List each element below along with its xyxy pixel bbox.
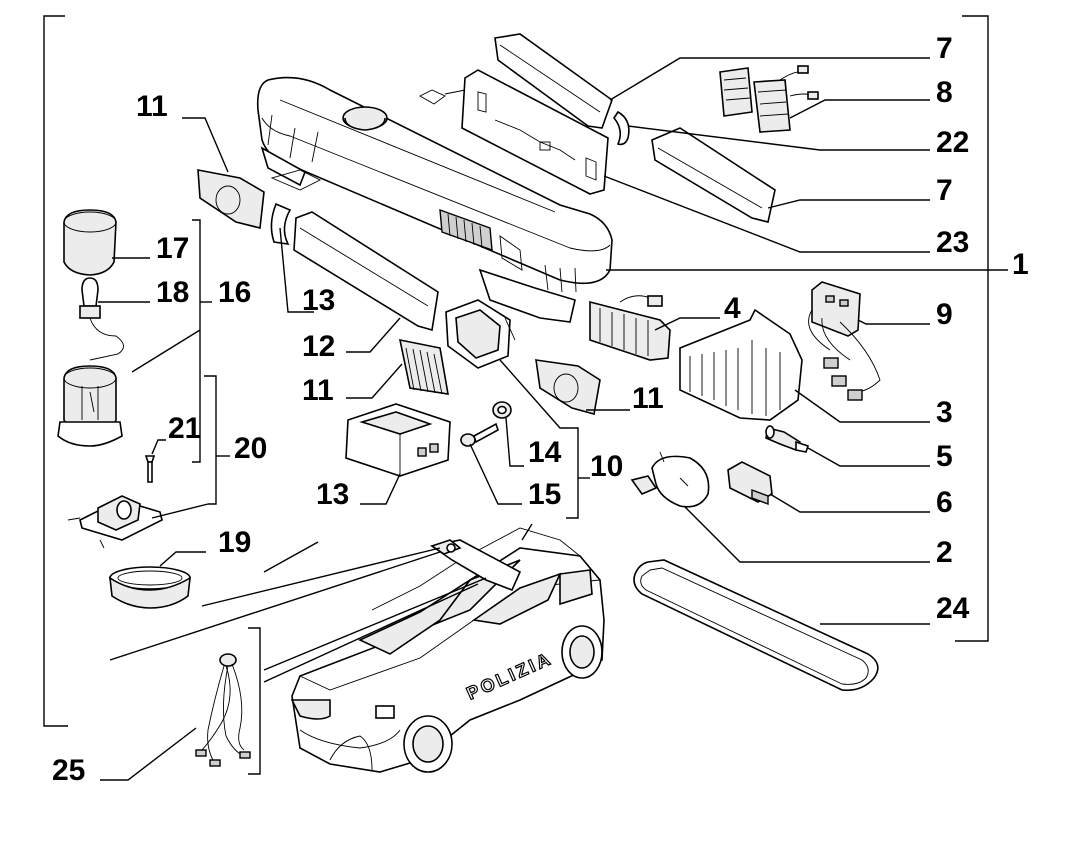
lens-strip — [293, 211, 439, 332]
screw-washer — [460, 401, 512, 447]
bulb — [765, 425, 810, 453]
roof-seal — [633, 559, 879, 692]
cover-strip-upper — [494, 33, 613, 129]
police-car: POLIZIA — [290, 527, 605, 773]
callout-13: 12 — [302, 330, 335, 363]
circuit-board — [419, 69, 609, 195]
callout-14: 13 — [316, 478, 349, 511]
end-cap-right — [535, 359, 601, 416]
seal-gasket — [613, 110, 630, 146]
beacon-assembly — [57, 365, 123, 447]
callout-21: 19 — [218, 526, 251, 559]
callout-11-left: 11 — [136, 90, 168, 123]
cover-strip-lower — [651, 127, 776, 223]
callout-8: 8 — [936, 76, 953, 109]
wire-harness — [195, 653, 251, 767]
callout-18: 16 — [218, 276, 251, 309]
mount-bracket — [67, 495, 163, 549]
light-bar-housing — [256, 76, 613, 323]
callout-6: 6 — [936, 486, 953, 519]
callout-26: 24 — [936, 592, 970, 625]
callout-16: 14 — [528, 436, 562, 469]
callout-7-upper: 7 — [936, 32, 953, 65]
base-ring — [109, 566, 191, 609]
leader-lines — [98, 57, 1008, 781]
callout-24: 22 — [936, 126, 969, 159]
callout-7-lower: 7 — [936, 174, 953, 207]
strip-clip — [270, 169, 322, 191]
screw — [144, 455, 156, 483]
callout-5: 5 — [936, 440, 953, 473]
beacon-dome — [63, 209, 117, 276]
assembly-frame — [43, 15, 989, 727]
callout-12: 11 — [302, 374, 334, 407]
vent-grille — [398, 338, 449, 395]
wiring-module — [719, 65, 819, 133]
callout-1: 1 — [1012, 248, 1029, 281]
callout-9: 9 — [936, 298, 953, 331]
callout-15: 13 — [302, 284, 335, 317]
callout-23: 21 — [168, 412, 201, 445]
control-unit — [345, 403, 451, 477]
callout-11-right: 11 — [632, 382, 664, 415]
corner-lens-large — [679, 308, 803, 421]
callout-labels: 7 8 22 7 23 1 4 9 3 5 6 2 24 11 11 17 18… — [52, 32, 1029, 787]
callout-10: 10 — [590, 450, 623, 483]
callout-19: 17 — [156, 232, 189, 265]
connector-block — [727, 461, 773, 506]
end-cap-left — [197, 169, 265, 229]
callout-27: 25 — [52, 754, 85, 787]
callout-4: 4 — [724, 292, 741, 325]
switch-holder — [630, 451, 710, 508]
callout-22: 20 — [234, 432, 267, 465]
flasher-relay — [808, 281, 881, 401]
callout-17: 15 — [528, 478, 561, 511]
callout-2: 2 — [936, 536, 953, 569]
corner-lens-small — [589, 295, 671, 361]
side-gasket — [270, 202, 292, 246]
beacon-bulb — [79, 277, 124, 361]
callout-3: 3 — [936, 396, 953, 429]
callout-20: 18 — [156, 276, 189, 309]
callout-25: 23 — [936, 226, 969, 259]
reflector-lamp — [445, 299, 516, 369]
